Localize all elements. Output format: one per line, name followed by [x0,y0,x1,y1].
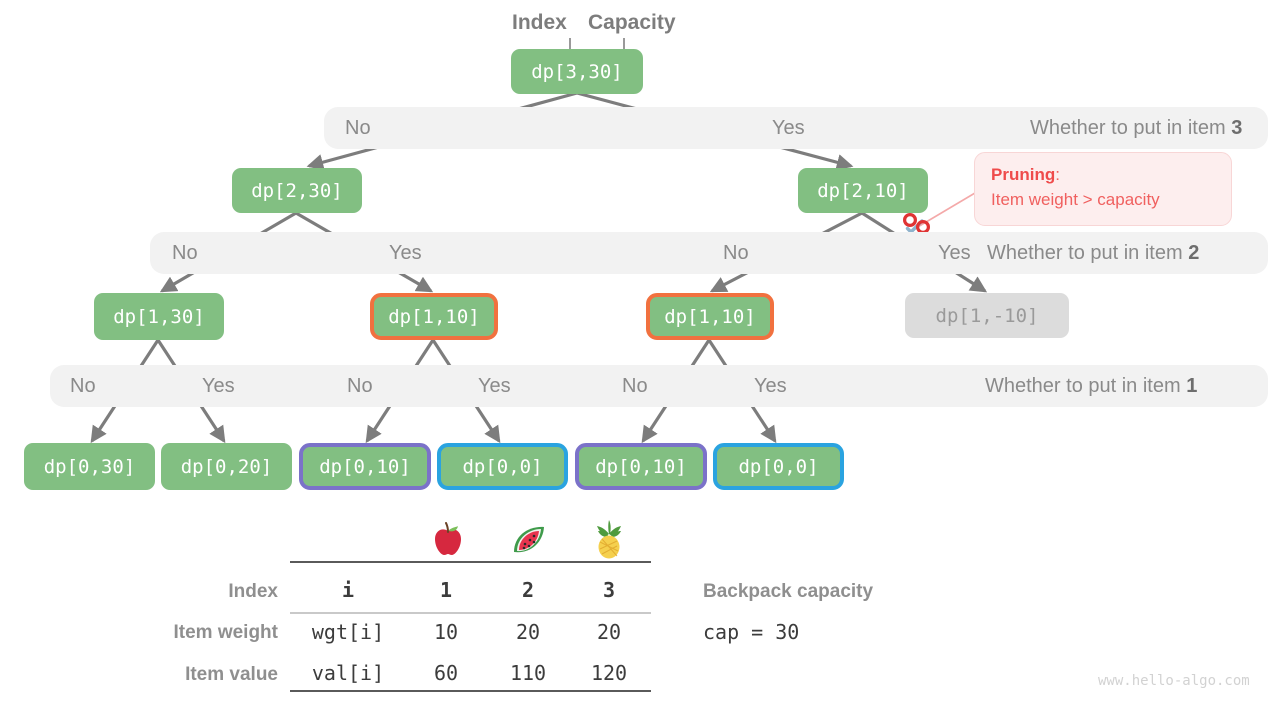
tree-node-dp-2-30[interactable]: dp[2,30] [232,168,362,213]
pruning-callout: Pruning: Item weight > capacity [974,152,1232,226]
watermelon-icon [514,526,544,553]
pineapple-icon [597,520,621,559]
decision-band-item2-question: Whether to put in item 2 [987,242,1200,264]
decision-band-item1-choice-no-3: No [622,375,648,397]
decision-band-item2-choice-no-2: No [723,242,749,264]
tree-leaf-dp-0-30[interactable]: dp[0,30] [24,443,155,490]
decision-band-item1-choice-yes-1: Yes [202,375,235,397]
backpack-capacity-title: Backpack capacity [703,581,874,602]
tree-leaf-dp-0-10-a[interactable]: dp[0,10] [299,443,431,490]
table-key-val: val[i] [311,661,385,685]
tree-leaf-dp-0-0-b[interactable]: dp[0,0] [713,443,844,490]
pruning-callout-reason: Item weight > capacity [991,190,1160,209]
tree-node-dp-1-minus10[interactable]: dp[1,-10] [905,293,1069,338]
decision-band-item1 [50,365,1268,407]
decision-band-item2-choice-yes-1: Yes [389,242,422,264]
table-key-i: i [341,578,355,602]
table-row-label-item-weight: Item weight [173,622,278,643]
decision-band-item2-choice-yes-2: Yes [938,242,971,264]
decision-band-item1-choice-no-1: No [70,375,96,397]
table-row-label-index: Index [228,581,278,602]
watermark: www.hello-algo.com [1098,673,1250,689]
decision-band-item3-choice-yes: Yes [772,117,805,139]
decision-band-item1-question: Whether to put in item 1 [985,375,1198,397]
table-row-label-item-value: Item value [185,664,278,685]
tree-node-dp-2-10[interactable]: dp[2,10] [798,168,928,213]
tree-leaf-dp-0-0-a[interactable]: dp[0,0] [437,443,568,490]
table-rule-top [290,561,651,563]
decision-band-item1-choice-yes-3: Yes [754,375,787,397]
capacity-annotation-label: Capacity [588,11,676,34]
tree-leaf-dp-0-10-b[interactable]: dp[0,10] [575,443,707,490]
decision-band-item1-choice-no-2: No [347,375,373,397]
decision-band-item2 [150,232,1268,274]
tree-node-dp-1-30[interactable]: dp[1,30] [94,293,224,340]
decision-band-item3-choice-no: No [345,117,371,139]
pruning-callout-title-line: Pruning: [991,162,1217,187]
table-rule-bottom [290,690,651,692]
table-cell-value-2: 110 [509,661,547,685]
table-rule-mid [290,612,651,614]
table-cell-value-3: 120 [590,661,628,685]
tree-node-dp-3-30[interactable]: dp[3,30] [511,49,643,94]
pruning-callout-colon: : [1055,165,1060,184]
table-cell-index-3: 3 [602,578,616,602]
table-cell-value-1: 60 [433,661,459,685]
backpack-capacity-value: cap = 30 [703,620,800,644]
apple-icon [435,522,461,555]
table-key-wgt: wgt[i] [311,620,385,644]
pruning-callout-title: Pruning [991,165,1056,184]
table-cell-index-1: 1 [439,578,453,602]
tree-leaf-dp-0-20[interactable]: dp[0,20] [161,443,292,490]
decision-band-item1-choice-yes-2: Yes [478,375,511,397]
decision-band-item2-choice-no-1: No [172,242,198,264]
tree-node-dp-1-10-b[interactable]: dp[1,10] [646,293,774,340]
table-cell-index-2: 2 [521,578,535,602]
index-annotation-label: Index [512,11,567,34]
table-cell-weight-2: 20 [515,620,541,644]
table-cell-weight-3: 20 [596,620,622,644]
table-cell-weight-1: 10 [433,620,459,644]
decision-band-item3 [324,107,1268,149]
decision-band-item3-question: Whether to put in item 3 [1030,117,1243,139]
tree-node-dp-1-10-a[interactable]: dp[1,10] [370,293,498,340]
